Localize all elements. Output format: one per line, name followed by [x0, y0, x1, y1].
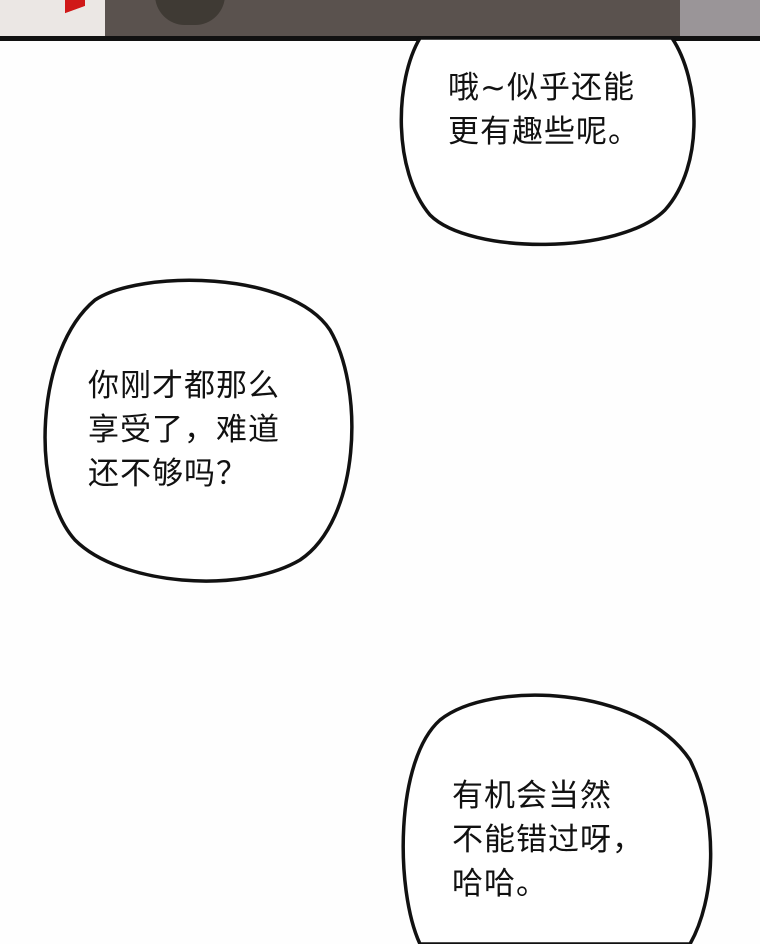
bubble-3-text: 有机会当然 不能错过呀， 哈哈。 [452, 778, 644, 902]
speech-bubble-3 [401, 693, 713, 944]
previous-panel-image [0, 0, 760, 38]
speech-bubble-2 [43, 278, 354, 583]
panel-border [0, 36, 760, 41]
bubble-1-text: 哦~似乎还能 更有趣些呢。 [448, 70, 640, 150]
speech-bubble-1 [399, 36, 696, 247]
bubble-2-text: 你刚才都那么 享受了，难道 还不够吗？ [88, 368, 280, 492]
